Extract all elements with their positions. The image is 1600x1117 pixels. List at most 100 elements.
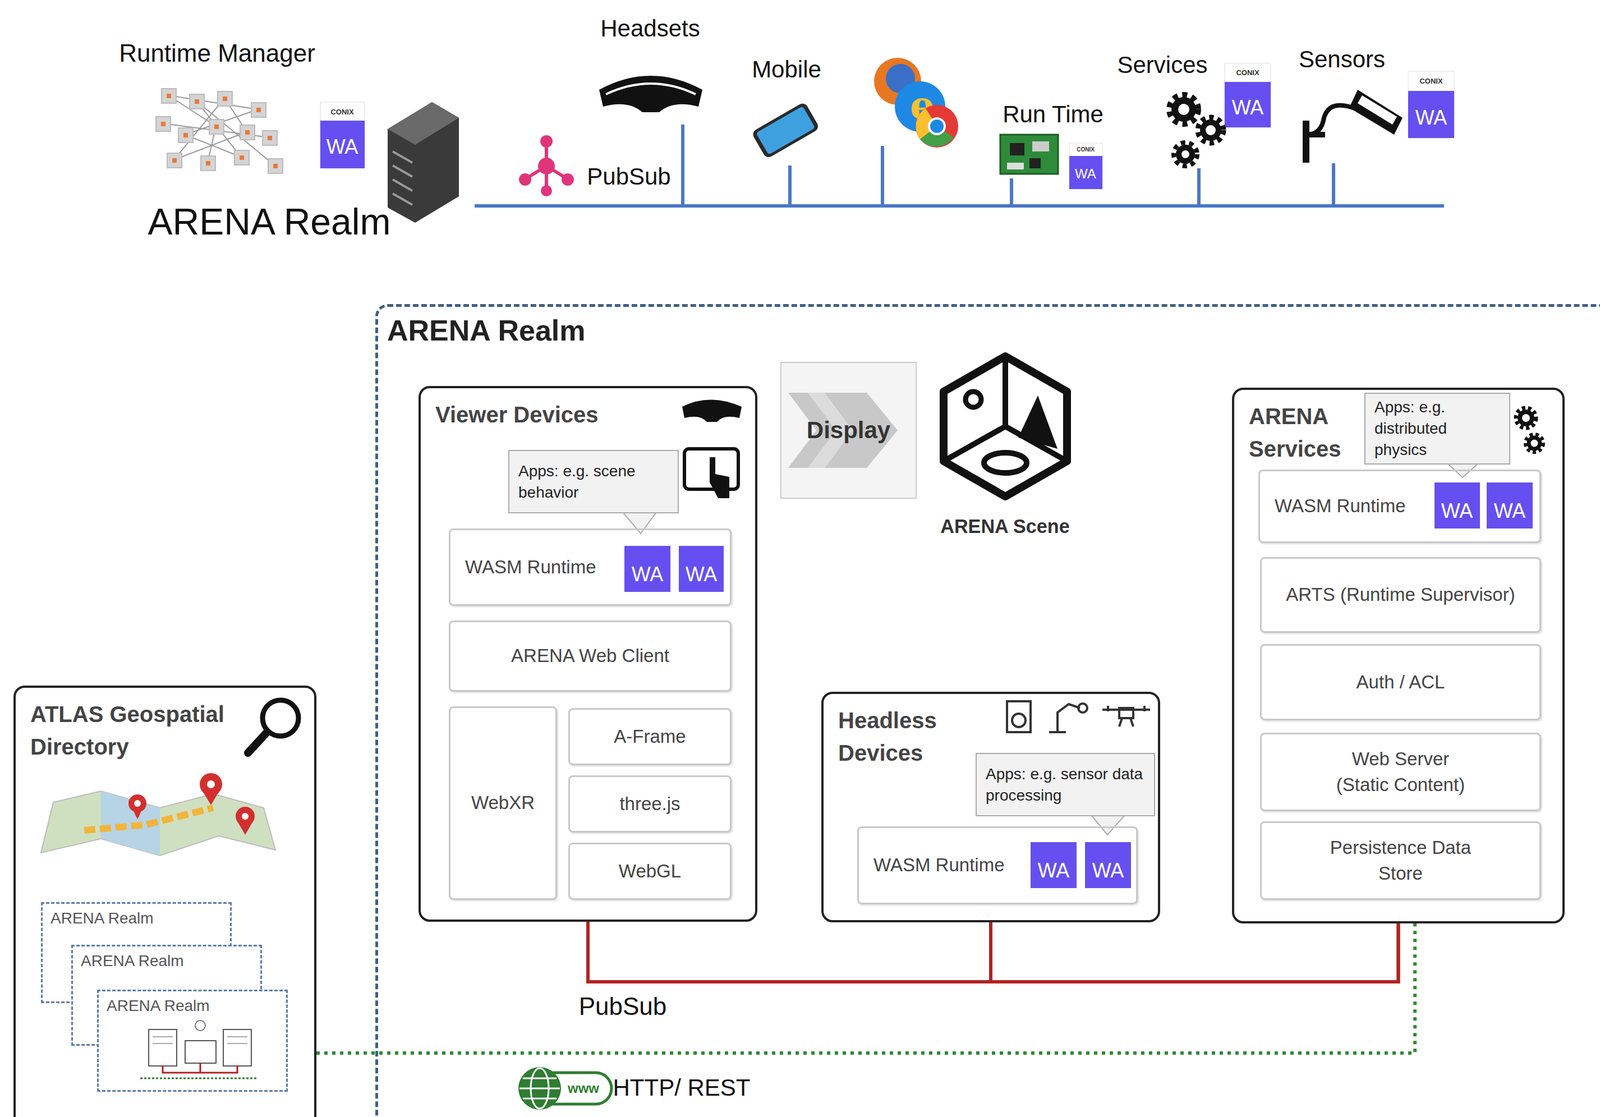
label: PubSub [586,163,671,191]
node-text: ARENA Services [1248,400,1362,466]
pubsub-bus [474,124,1445,206]
component-box: three.js [568,775,732,833]
label: ARENA Realm [148,200,392,243]
wasm-badge [1486,482,1533,529]
node-text: ARENA Realm [50,909,223,928]
label: WA [1074,166,1097,182]
label: CONIX [1419,76,1443,86]
services-gears-icon [1515,407,1544,453]
device-group: Viewer DevicesApps: e.g. scene behaviorW… [418,385,758,922]
callout-pointers [622,463,1479,835]
magnifier-icon [247,700,299,753]
label: WA [1037,858,1070,883]
directory-panel: ATLAS Geospatial DirectoryARENA RealmARE… [13,685,317,1117]
scene-label: ARENA Scene [938,352,1072,538]
node-text: ATLAS Geospatial Directory [30,697,255,763]
component-box: ARENA Web Client [448,620,732,692]
node-text: three.js [619,791,680,817]
label: CONIX [1235,68,1259,77]
server-icon [387,102,459,223]
node-text: Web Server (Static Content) [1327,746,1474,798]
node-text: ARENA Scene [940,515,1070,538]
device-group: Headless DevicesApps: e.g. sensor data p… [821,691,1161,923]
label: WA [1415,106,1448,130]
component-box: WebGL [568,842,732,900]
wasm-badge [1030,842,1077,889]
pubsub-icon [520,136,573,195]
node-text: Persistence Data Store [1327,834,1474,887]
service-box: ARTS (Runtime Supervisor) [1260,557,1542,633]
app-callout: Apps: e.g. scene behavior [508,449,679,514]
node-text: ARENA Realm [387,313,586,348]
connector [587,921,1399,982]
label: Headsets [600,15,700,43]
www-globe-icon [518,1067,612,1110]
headset-icon [599,75,703,113]
node-text: ARENA Web Client [511,642,670,669]
label: HTTP/ REST [612,1074,751,1102]
node-text: Apps: e.g. distributed physics [1374,396,1501,461]
label: Runtime Manager [118,39,316,68]
gears-icon [1169,94,1224,167]
camera-icon [1302,89,1403,163]
display-chevron [780,362,917,499]
service-box: Persistence Data Store [1260,821,1542,900]
node-text: Headless Devices [838,704,973,770]
arena-scene-icon [943,356,1068,497]
realm-region: ARENA RealmViewer DevicesApps: e.g. scen… [375,304,1600,1117]
node-text: WASM Runtime [465,554,596,581]
label: Services [1116,51,1208,79]
wasm-badge [1434,482,1480,529]
node-text: ARENA Realm [80,952,253,970]
label: www [567,1080,600,1097]
node-text: ARTS (Runtime Supervisor) [1285,581,1515,608]
connector [587,921,991,982]
node-text: WASM Runtime [873,852,1005,878]
service-box: Web Server (Static Content) [1260,732,1542,812]
node-text: Apps: e.g. sensor data processing [985,763,1146,807]
label: WA [631,562,664,587]
wasm-badge [678,545,724,592]
node-text: Viewer Devices [435,398,599,431]
app-callout: Apps: e.g. distributed physics [1364,392,1511,465]
node-text: Display [806,416,891,444]
label: WA [1493,499,1526,523]
node-text: A-Frame [613,723,686,750]
label: Sensors [1298,46,1386,73]
headless-device-icons [1007,701,1151,733]
label: WA [1231,95,1264,120]
runtime-manager-icon [155,88,283,174]
wasm-badge [624,545,671,592]
realm-card: ARENA Realm [97,989,288,1092]
wasm-badges [320,63,1455,190]
label: WA [685,562,718,587]
node-text: Apps: e.g. scene behavior [518,460,669,504]
label: CONIX [1076,146,1095,153]
service-box: Auth / ACL [1260,644,1542,721]
label: Mobile [751,56,822,84]
wasm-badge [1084,842,1131,889]
component-box: WebXR [448,706,558,900]
board-icon [1000,134,1059,174]
display-chevron: Display [780,362,917,499]
viewer-device-icons [682,400,742,499]
map-illustration [40,773,276,856]
label: Run Time [1002,100,1104,128]
node-text: Auth / ACL [1356,669,1446,696]
node-text: WebGL [618,858,682,885]
browser-icons: e [874,57,959,148]
label: WA [1441,499,1474,523]
connector [316,923,1415,1054]
label: PubSub [578,992,668,1021]
app-callout: Apps: e.g. sensor data processing [975,752,1156,817]
service-group: ARENA ServicesApps: e.g. distributed phy… [1231,387,1565,924]
node-text: WASM Runtime [1274,493,1406,519]
label: WA [1092,858,1125,883]
component-box: A-Frame [568,707,732,766]
node-text: WebXR [471,789,535,816]
label: WA [326,135,359,159]
label: CONIX [330,107,354,117]
phone-icon [751,101,821,160]
connector [990,922,1399,982]
